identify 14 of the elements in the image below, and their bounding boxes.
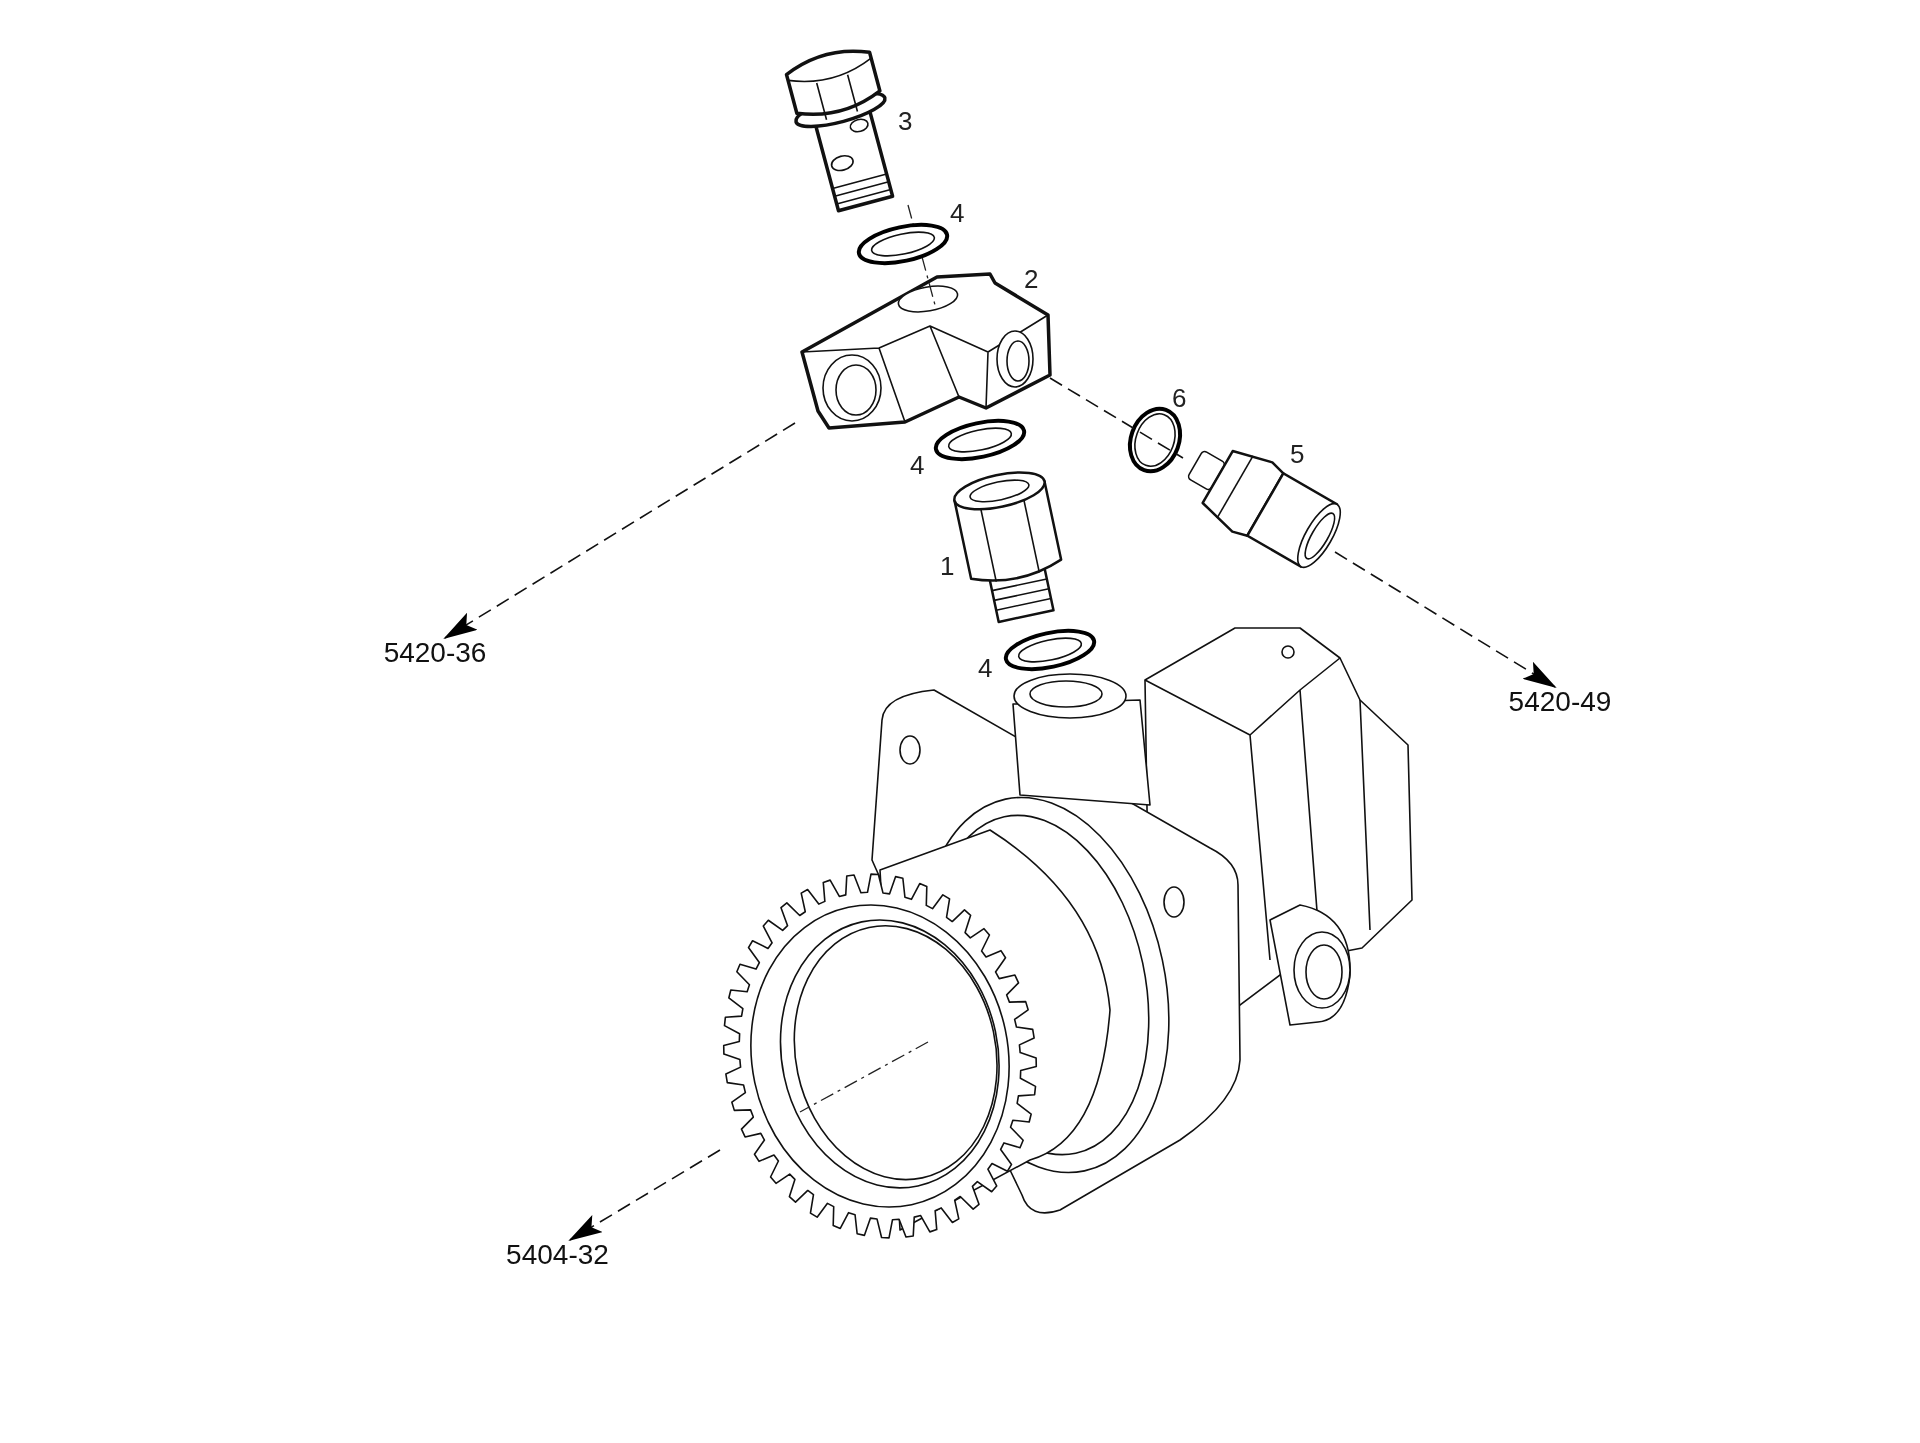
callout-number: 3 xyxy=(898,108,913,134)
callout-number: 6 xyxy=(1172,385,1187,411)
callout-number: 1 xyxy=(940,553,955,579)
reference-number: 5420-49 xyxy=(1508,688,1612,716)
reference-arrow xyxy=(443,422,796,640)
callout-number: 4 xyxy=(950,200,965,226)
callout-number: 4 xyxy=(978,655,993,681)
callout-number: 4 xyxy=(910,452,925,478)
callout-number: 2 xyxy=(1024,266,1039,292)
reference-arrow xyxy=(568,1149,721,1242)
reference-arrow xyxy=(1334,551,1557,689)
reference-number: 5420-36 xyxy=(383,639,487,667)
reference-number: 5404-32 xyxy=(506,1241,609,1269)
callout-number: 5 xyxy=(1290,441,1305,467)
